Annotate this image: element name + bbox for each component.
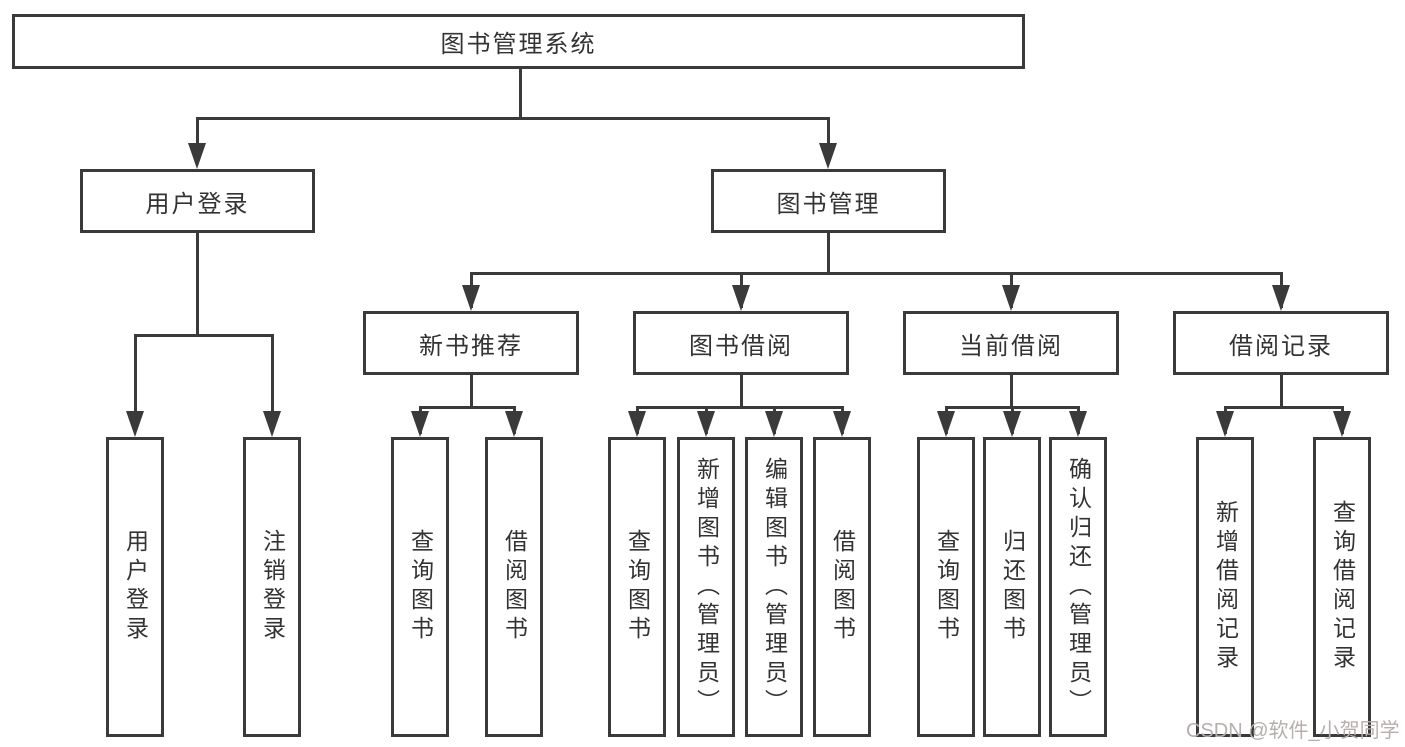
arrowhead-down-icon (937, 411, 955, 437)
arrowhead-down-icon (1003, 411, 1021, 437)
node-label: 新增图书（管理员） (693, 456, 720, 718)
node-label: 借阅记录 (1229, 332, 1333, 360)
arrowhead-down-icon (1216, 411, 1234, 437)
connector-line (827, 117, 830, 162)
node-label: 查询图书 (407, 529, 434, 645)
arrowhead-down-icon (1002, 285, 1020, 311)
arrowhead-down-icon (1272, 285, 1290, 311)
node-label: 注销登录 (259, 529, 286, 645)
node-label: 借阅图书 (829, 529, 856, 645)
arrowhead-down-icon (833, 411, 851, 437)
connector-line (134, 334, 137, 430)
connector-line (470, 375, 473, 409)
connector-line (419, 406, 516, 409)
leaf-add-books-admin: 新增图书（管理员） (677, 437, 735, 737)
arrowhead-down-icon (505, 411, 523, 437)
node-label: 查询借阅记录 (1329, 500, 1356, 674)
leaf-return-books: 归还图书 (983, 437, 1041, 737)
node-label: 当前借阅 (959, 332, 1063, 360)
leaf-add-borrow-record: 新增借阅记录 (1196, 437, 1254, 737)
leaf-query-books-current: 查询图书 (917, 437, 975, 737)
node-book-borrow: 图书借阅 (633, 311, 849, 375)
node-root-system: 图书管理系统 (12, 14, 1025, 69)
connector-line (1224, 406, 1344, 409)
node-label: 确认归还（管理员） (1065, 456, 1092, 718)
connector-line (827, 233, 830, 275)
leaf-query-books-borrow: 查询图书 (608, 437, 666, 737)
node-label: 用户登录 (145, 190, 250, 218)
connector-line (636, 406, 844, 409)
node-label: 新增借阅记录 (1212, 500, 1239, 674)
node-user-login: 用户登录 (80, 169, 315, 233)
arrowhead-down-icon (697, 411, 715, 437)
connector-line (196, 117, 830, 120)
arrowhead-down-icon (1069, 411, 1087, 437)
node-label: 查询图书 (933, 529, 960, 645)
arrowhead-down-icon (462, 285, 480, 311)
leaf-edit-books-admin: 编辑图书（管理员） (745, 437, 803, 737)
connector-line (134, 334, 274, 337)
leaf-query-books-recommend: 查询图书 (391, 437, 449, 737)
arrowhead-down-icon (819, 143, 837, 169)
node-label: 用户登录 (122, 529, 149, 645)
node-new-book-recommend: 新书推荐 (363, 311, 579, 375)
node-label: 图书借阅 (689, 332, 793, 360)
node-label: 查询图书 (624, 529, 651, 645)
leaf-confirm-return-admin: 确认归还（管理员） (1049, 437, 1107, 737)
connector-line (470, 272, 1283, 275)
arrowhead-down-icon (126, 411, 144, 437)
node-label: 新书推荐 (419, 332, 523, 360)
node-label: 编辑图书（管理员） (761, 456, 788, 718)
leaf-borrow-books: 借阅图书 (813, 437, 871, 737)
arrowhead-down-icon (1333, 411, 1351, 437)
leaf-logout: 注销登录 (243, 437, 301, 737)
leaf-borrow-books-recommend: 借阅图书 (485, 437, 543, 737)
leaf-user-login: 用户登录 (106, 437, 164, 737)
node-label: 借阅图书 (501, 529, 528, 645)
leaf-query-borrow-record: 查询借阅记录 (1313, 437, 1371, 737)
arrowhead-down-icon (188, 143, 206, 169)
node-current-borrow: 当前借阅 (903, 311, 1119, 375)
csdn-watermark: CSDN @软件_小贺同学 (1186, 720, 1400, 742)
arrowhead-down-icon (732, 285, 750, 311)
connector-line (740, 375, 743, 409)
node-label: 图书管理 (776, 190, 881, 218)
arrowhead-down-icon (765, 411, 783, 437)
arrowhead-down-icon (411, 411, 429, 437)
connector-line (271, 334, 274, 430)
connector-line (519, 69, 522, 119)
node-label: 归还图书 (999, 529, 1026, 645)
arrowhead-down-icon (263, 411, 281, 437)
node-borrow-records: 借阅记录 (1173, 311, 1389, 375)
node-book-management: 图书管理 (711, 169, 946, 233)
node-label: 图书管理系统 (440, 31, 597, 58)
connector-line (196, 117, 199, 162)
connector-line (1010, 375, 1013, 409)
connector-line (196, 233, 199, 337)
arrowhead-down-icon (628, 411, 646, 437)
connector-line (1280, 375, 1283, 409)
